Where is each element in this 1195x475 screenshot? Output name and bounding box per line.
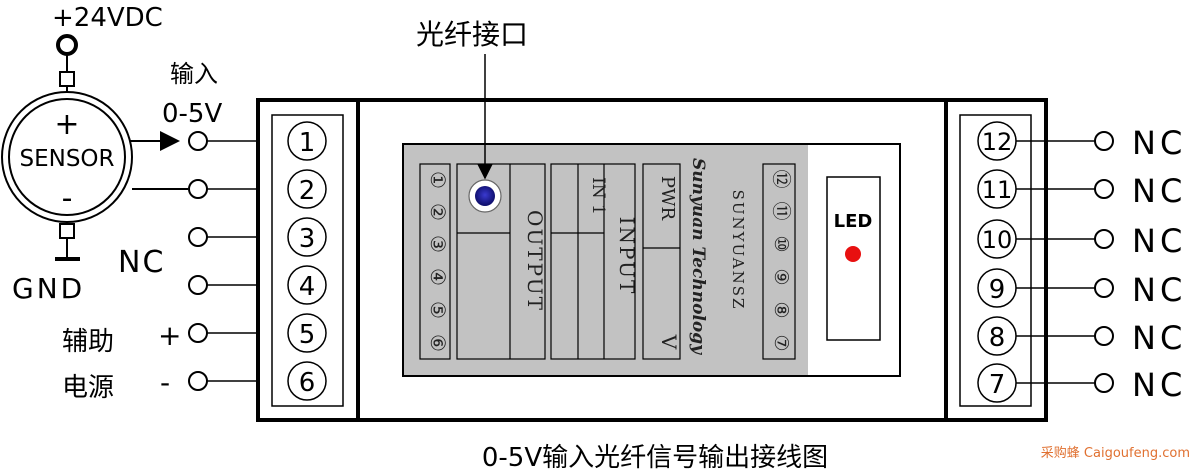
terminal-9-label: 9 — [989, 275, 1006, 305]
nc-left-label: NC — [118, 245, 165, 280]
aux-minus: - — [160, 366, 170, 399]
led-indicator — [845, 246, 861, 262]
output-block — [456, 163, 546, 360]
panel-num-10: ⑩ — [770, 235, 792, 252]
fiber-port-connector — [475, 186, 495, 206]
input-label-2: 0-5V — [162, 99, 222, 129]
panel-num-6: ⑥ — [426, 334, 450, 352]
panel-num-4: ④ — [426, 268, 450, 286]
sensor-plus: + — [54, 107, 79, 142]
company-name: Sunyuan Technology — [688, 158, 708, 355]
nc-label-7: NC — [1132, 366, 1186, 404]
right-wire-12: NC — [1016, 124, 1186, 162]
gnd-label: GND — [12, 272, 85, 305]
terminal-4-label: 4 — [299, 272, 316, 302]
left-terminal-block — [271, 114, 344, 407]
panel-num-3: ③ — [426, 235, 450, 253]
terminal-6-label: 6 — [299, 368, 316, 398]
nc-label-9: NC — [1132, 271, 1186, 309]
pwr-block — [642, 163, 681, 360]
nc-label-10: NC — [1132, 222, 1186, 260]
panel-num-5: ⑤ — [426, 301, 450, 319]
nc-label-12: NC — [1132, 124, 1186, 162]
terminal-5-label: 5 — [299, 320, 316, 350]
aux-power-label-2: 电源 — [62, 373, 114, 403]
terminal-12-label: 12 — [982, 128, 1013, 156]
terminal-2-label: 2 — [299, 176, 316, 206]
left-terminals: 1 2 3 4 5 6 — [287, 121, 327, 401]
panel-right-circled-numbers: ⑫ ⑪ ⑩ ⑨ ⑧ ⑦ — [770, 169, 792, 351]
supply-terminal — [56, 34, 78, 56]
panel-num-1: ① — [426, 171, 450, 189]
input-label-1: 输入 — [170, 60, 218, 88]
panel-num-9: ⑨ — [770, 268, 792, 285]
terminal-2 — [287, 169, 327, 209]
sensor-minus: - — [62, 181, 73, 216]
panel-left-circled-numbers: ① ② ③ ④ ⑤ ⑥ — [426, 171, 450, 352]
terminal-4 — [287, 265, 327, 305]
terminal-8-label: 8 — [989, 323, 1006, 353]
right-wire-8: NC — [1016, 319, 1186, 357]
nc-label-8: NC — [1132, 319, 1186, 357]
right-wire-7: NC — [1016, 366, 1186, 404]
right-wire-9: NC — [1016, 271, 1186, 309]
aux-power-label-1: 辅助 — [62, 327, 114, 357]
supply-label: +24VDC — [52, 3, 163, 33]
right-wire-10: NC — [1016, 222, 1186, 260]
terminal-3 — [287, 217, 327, 257]
terminal-1-label: 1 — [299, 128, 316, 158]
panel-num-8: ⑧ — [770, 301, 792, 318]
nc-label-11: NC — [1132, 172, 1186, 210]
v-label: V — [657, 334, 681, 350]
sensor-body-inner — [8, 98, 126, 216]
input-block — [550, 163, 636, 360]
terminal-6 — [287, 361, 327, 401]
terminal-5 — [287, 313, 327, 353]
brand-label: SUNYUANSZ — [729, 190, 747, 311]
left-wire-2 — [188, 179, 300, 199]
terminal-1 — [287, 121, 327, 161]
sensor: +24VDC + SENSOR - GND — [1, 3, 163, 305]
output-label: OUTPUT — [523, 210, 547, 312]
fiber-port-label: 光纤接口 — [416, 18, 528, 51]
left-wire-terminals — [188, 131, 300, 391]
panel-num-2: ② — [426, 203, 450, 221]
diagram-caption: 0-5V输入光纤信号输出接线图 — [482, 443, 828, 473]
in1-label: IN 1 — [588, 177, 608, 215]
terminal-10-label: 10 — [982, 226, 1013, 254]
pwr-label: PWR — [657, 176, 678, 221]
right-wire-11: NC — [1016, 172, 1186, 210]
right-wire-terminals: NC NC NC NC NC NC — [1016, 124, 1186, 404]
led-label: LED — [834, 211, 873, 232]
input-block-label: INPUT — [615, 217, 639, 296]
panel-num-7: ⑦ — [770, 334, 792, 351]
panel-num-11: ⑪ — [770, 201, 792, 220]
right-terminal-block — [959, 114, 1032, 407]
panel-num-12: ⑫ — [770, 169, 792, 188]
label-panel — [404, 145, 808, 375]
terminal-7-label: 7 — [989, 370, 1006, 400]
left-wire-4 — [188, 275, 300, 295]
terminal-3-label: 3 — [299, 224, 316, 254]
watermark: 采购蜂 Caigoufeng.com — [1041, 445, 1190, 461]
aux-plus: + — [158, 319, 181, 352]
sensor-label: SENSOR — [19, 146, 114, 172]
terminal-11-label: 11 — [982, 176, 1013, 204]
